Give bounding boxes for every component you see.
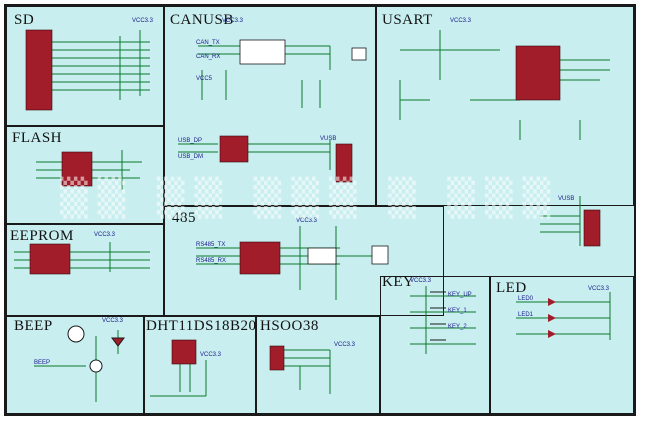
svg-text:USB_DM: USB_DM (178, 154, 203, 160)
led-diodes (548, 298, 556, 338)
title-canusb: CANUSB (170, 12, 234, 28)
watermark: ▒▒ ▒▒ ▒▒▒ ▒ ▒▒▒ (60, 178, 561, 219)
wires (14, 30, 611, 402)
section-sd (6, 6, 164, 126)
section-eeprom (6, 224, 164, 316)
usart-bridge-chip (515, 45, 561, 101)
svg-text:VCC3.3: VCC3.3 (450, 18, 472, 24)
usb-b-connector (583, 209, 601, 247)
svg-text:VCC3.3: VCC3.3 (94, 232, 116, 238)
section-485 (164, 206, 444, 316)
section-hs (256, 316, 380, 414)
svg-text:LED1: LED1 (518, 312, 534, 318)
ir-receiver (269, 345, 285, 371)
title-hs: HSOO38 (260, 318, 319, 334)
svg-text:VCC3.3: VCC3.3 (588, 286, 610, 292)
usb-connector (335, 143, 353, 183)
svg-text:VCC3.3: VCC3.3 (296, 218, 318, 224)
svg-text:VCC3.3: VCC3.3 (334, 342, 356, 348)
termination-resistor (307, 247, 337, 265)
svg-text:RS485_RX: RS485_RX (196, 258, 226, 264)
svg-text:VCC5: VCC5 (196, 76, 213, 82)
max485-chip (239, 241, 281, 275)
passive-components (239, 39, 389, 265)
section-dht (144, 316, 256, 414)
net-labels: VCC3.3 VCC3.3 VCC3.3 VCC5 VUSB VUSB CAN_… (34, 18, 610, 366)
terminal-block (371, 245, 389, 265)
section-led (490, 276, 634, 414)
title-beep: BEEP (14, 318, 53, 334)
crystal (351, 47, 367, 61)
section-flash (6, 126, 164, 224)
svg-text:KEY_1: KEY_1 (448, 308, 467, 314)
svg-text:CAN_RX: CAN_RX (196, 54, 220, 60)
svg-text:BEEP: BEEP (34, 360, 50, 366)
svg-text:VCC3.3: VCC3.3 (200, 352, 222, 358)
svg-text:VCC3.3: VCC3.3 (132, 18, 154, 24)
ic-components (25, 29, 601, 371)
title-key: KEY (382, 274, 415, 290)
svg-text:KEY_UP: KEY_UP (448, 292, 472, 298)
beep-parts (67, 325, 125, 373)
sd-card-socket (25, 29, 53, 111)
svg-text:VUSB: VUSB (558, 196, 574, 202)
svg-text:VCC3.3: VCC3.3 (222, 18, 244, 24)
svg-text:VCC3.3: VCC3.3 (102, 318, 124, 324)
svg-text:KEY_2: KEY_2 (448, 324, 467, 330)
transistor (89, 359, 103, 373)
title-sd: SD (14, 12, 35, 28)
svg-text:LED0: LED0 (518, 296, 534, 302)
section-usart (376, 6, 634, 206)
key-switches (430, 291, 446, 341)
section-beep (6, 316, 144, 414)
title-dht: DHT11DS18B20 (146, 318, 257, 334)
svg-text:VCC3.3: VCC3.3 (410, 278, 432, 284)
svg-text:RS485_TX: RS485_TX (196, 242, 225, 248)
title-usart: USART (382, 12, 433, 28)
buzzer (67, 325, 85, 343)
title-eeprom: EEPROM (10, 228, 74, 244)
section-canusb (164, 6, 376, 206)
can-transceiver (239, 39, 286, 65)
svg-text:CAN_TX: CAN_TX (196, 40, 220, 46)
usb-bridge-chip (219, 135, 249, 163)
title-485: 485 (172, 210, 196, 226)
flash-chip (61, 151, 93, 187)
eeprom-chip (29, 243, 71, 275)
title-led: LED (496, 280, 527, 296)
title-flash: FLASH (12, 130, 63, 146)
svg-text:VUSB: VUSB (320, 136, 336, 142)
dht11-sensor (171, 339, 197, 365)
svg-text:USB_DP: USB_DP (178, 138, 202, 144)
section-key (380, 276, 490, 414)
